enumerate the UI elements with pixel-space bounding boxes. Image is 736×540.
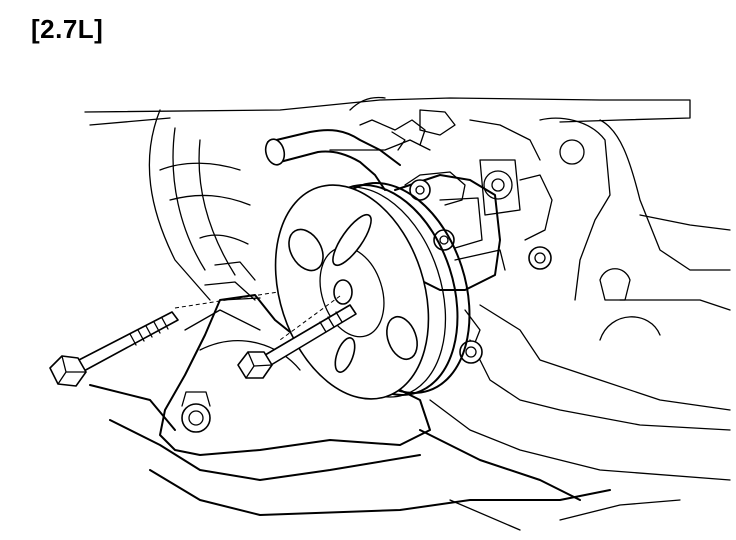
bolt-alignment-lines [174, 291, 341, 341]
pulley-hole [332, 213, 372, 267]
pulley-bolt-hole [333, 279, 353, 305]
short-mounting-bolt [237, 304, 357, 379]
engine-variant-label: [2.7L] [31, 14, 104, 44]
engine-outline [84, 96, 731, 431]
pressure-hose [264, 119, 426, 191]
pulley-hole [288, 228, 324, 272]
pulley-hole [334, 337, 356, 373]
pulley-hole [386, 315, 418, 361]
long-mounting-bolt [49, 311, 179, 387]
pump-pulley [274, 182, 471, 400]
